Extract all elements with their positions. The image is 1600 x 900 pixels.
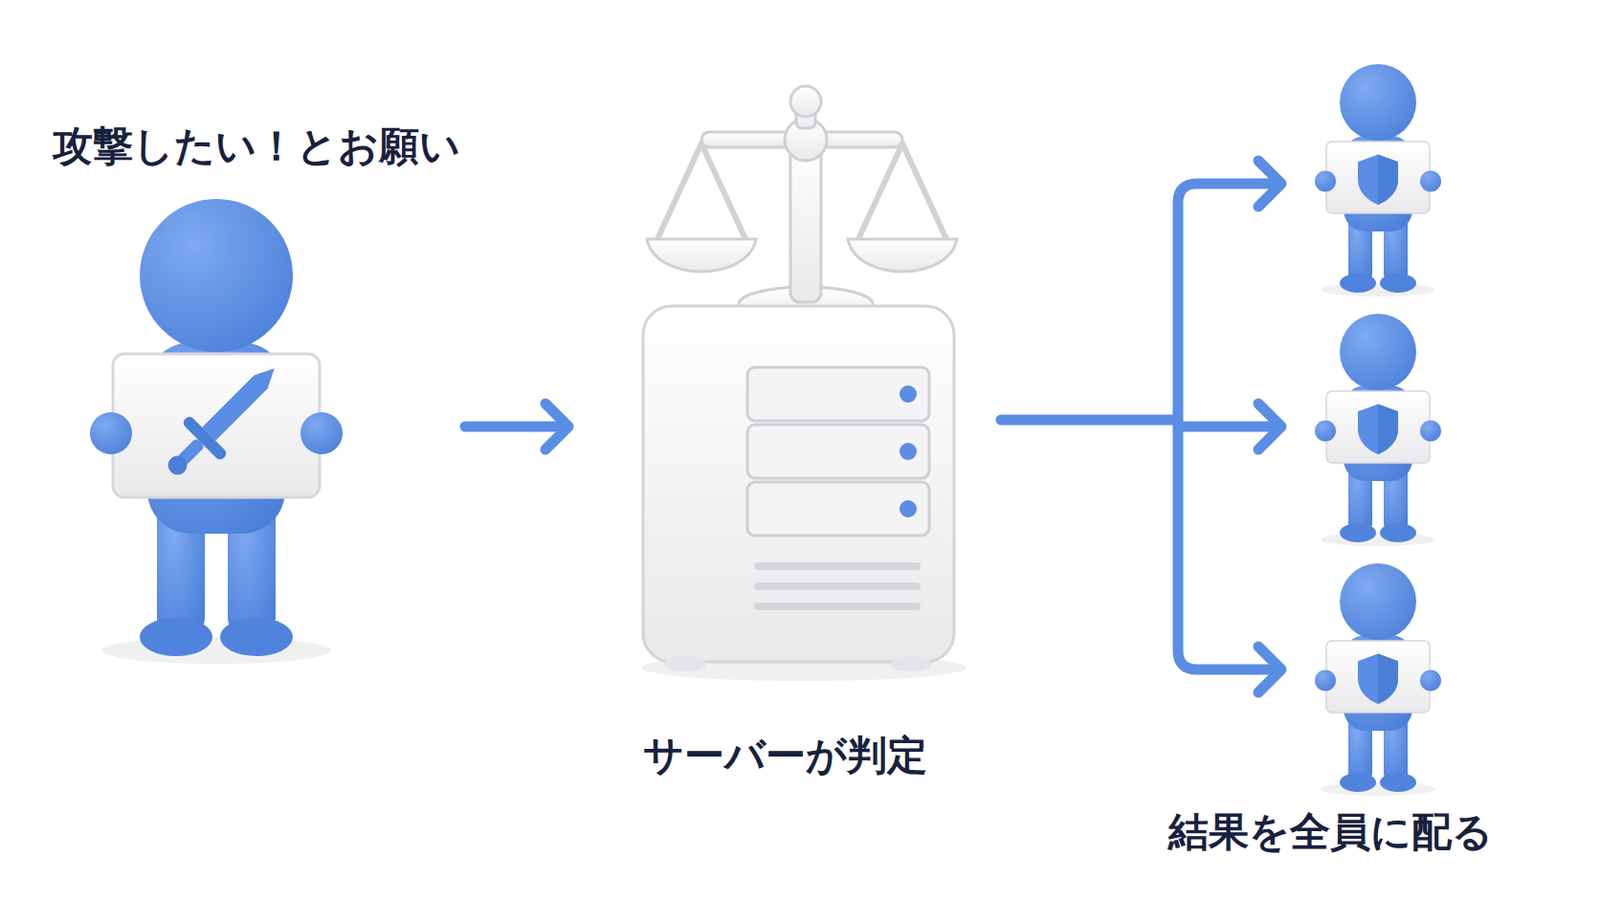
flow-arrow <box>465 403 569 450</box>
flow-arrow <box>1000 160 1282 693</box>
server-with-scales <box>641 86 967 682</box>
sword-icon <box>151 349 294 492</box>
receiver-figure <box>1314 563 1442 797</box>
receiver-figure <box>1314 64 1442 297</box>
requester-figure <box>89 199 343 665</box>
step-caption: 結果を全員に配る <box>1168 808 1493 857</box>
step-caption: サーバーが判定 <box>643 732 928 780</box>
scales-icon <box>646 86 957 322</box>
broadcast-step: 結果を全員に配る <box>1287 52 1469 857</box>
receiver-figure <box>1314 313 1442 547</box>
request-step: 攻撃したい！とお願い <box>52 122 460 659</box>
step-caption: 攻撃したい！とお願い <box>52 122 461 171</box>
server-step: サーバーが判定 <box>574 86 996 780</box>
